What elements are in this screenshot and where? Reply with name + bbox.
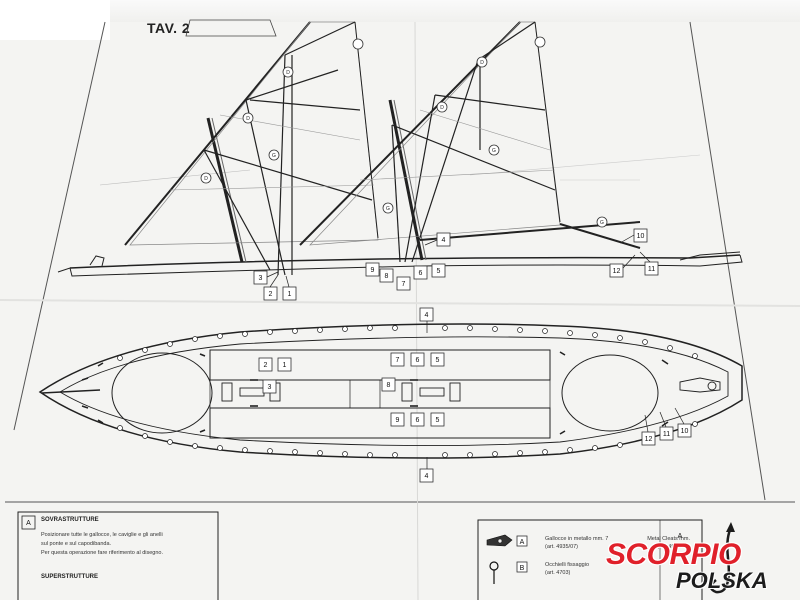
logo-sub: POLSKA <box>676 568 768 593</box>
legend-box-a <box>516 535 528 547</box>
plan-view <box>38 323 743 459</box>
plate-title: TAV. 2 <box>147 20 191 36</box>
side-callout-boxes <box>253 228 659 301</box>
scorpio-polska-logo: SCORPIO POLSKA <box>598 518 798 598</box>
legend-left-heading: SOVRASTRUTTURE <box>41 517 99 523</box>
plan-callout-boxes <box>258 307 692 483</box>
eyelet-icon <box>489 561 499 584</box>
paper-edge <box>0 0 110 40</box>
logo-brand: SCORPIO <box>606 538 741 571</box>
legend-box-b <box>516 561 528 573</box>
legend-left-line-3: Per questa operazione fare riferimento a… <box>41 550 163 556</box>
legend-left-line-2: sul ponte e sul capodibanda. <box>41 541 112 547</box>
cleat-icon <box>486 534 513 547</box>
fold-shadow <box>0 0 800 22</box>
legend-left-next-heading: SUPERSTRUTTURE <box>41 574 99 580</box>
rigging-circles <box>200 36 608 228</box>
scorpion-tail-icon <box>709 522 735 594</box>
belaying-pins <box>81 351 669 435</box>
legend-boxes <box>17 511 703 600</box>
rim-dots <box>117 325 698 458</box>
legend-left-line-1: Posizionare tutte le gallocce, le cavigl… <box>41 532 163 538</box>
